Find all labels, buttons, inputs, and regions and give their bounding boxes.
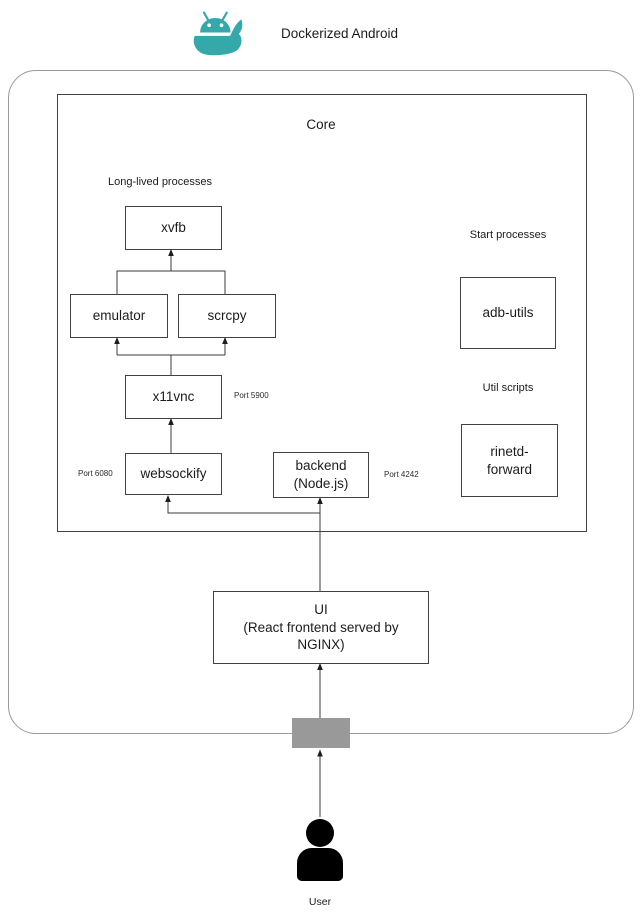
node-adb-utils: adb-utils (460, 277, 556, 349)
port-label-5900: Port 5900 (234, 391, 269, 400)
port-label-6080: Port 6080 (78, 469, 113, 478)
node-rinetd-forward: rinetd- forward (461, 424, 558, 497)
node-emulator: emulator (70, 294, 168, 338)
group-label-util-scripts: Util scripts (482, 382, 534, 394)
node-xvfb: xvfb (125, 206, 222, 250)
user-label: User (308, 896, 332, 908)
android-whale-icon (193, 11, 243, 56)
group-label-long-lived-processes: Long-lived processes (108, 176, 212, 188)
node-backend-nodejs: backend (Node.js) (273, 452, 369, 498)
page-title: Dockerized Android (281, 26, 399, 41)
node-ui-react-nginx: UI (React frontend served by NGINX) (213, 591, 429, 664)
user-icon (297, 819, 343, 881)
core-title: Core (306, 117, 336, 132)
node-scrcpy: scrcpy (178, 294, 276, 338)
group-label-start-processes: Start processes (469, 229, 547, 241)
node-websockify: websockify (125, 453, 222, 495)
node-x11vnc: x11vnc (125, 375, 222, 419)
boundary-port-block (292, 718, 350, 748)
port-label-4242: Port 4242 (384, 470, 419, 479)
